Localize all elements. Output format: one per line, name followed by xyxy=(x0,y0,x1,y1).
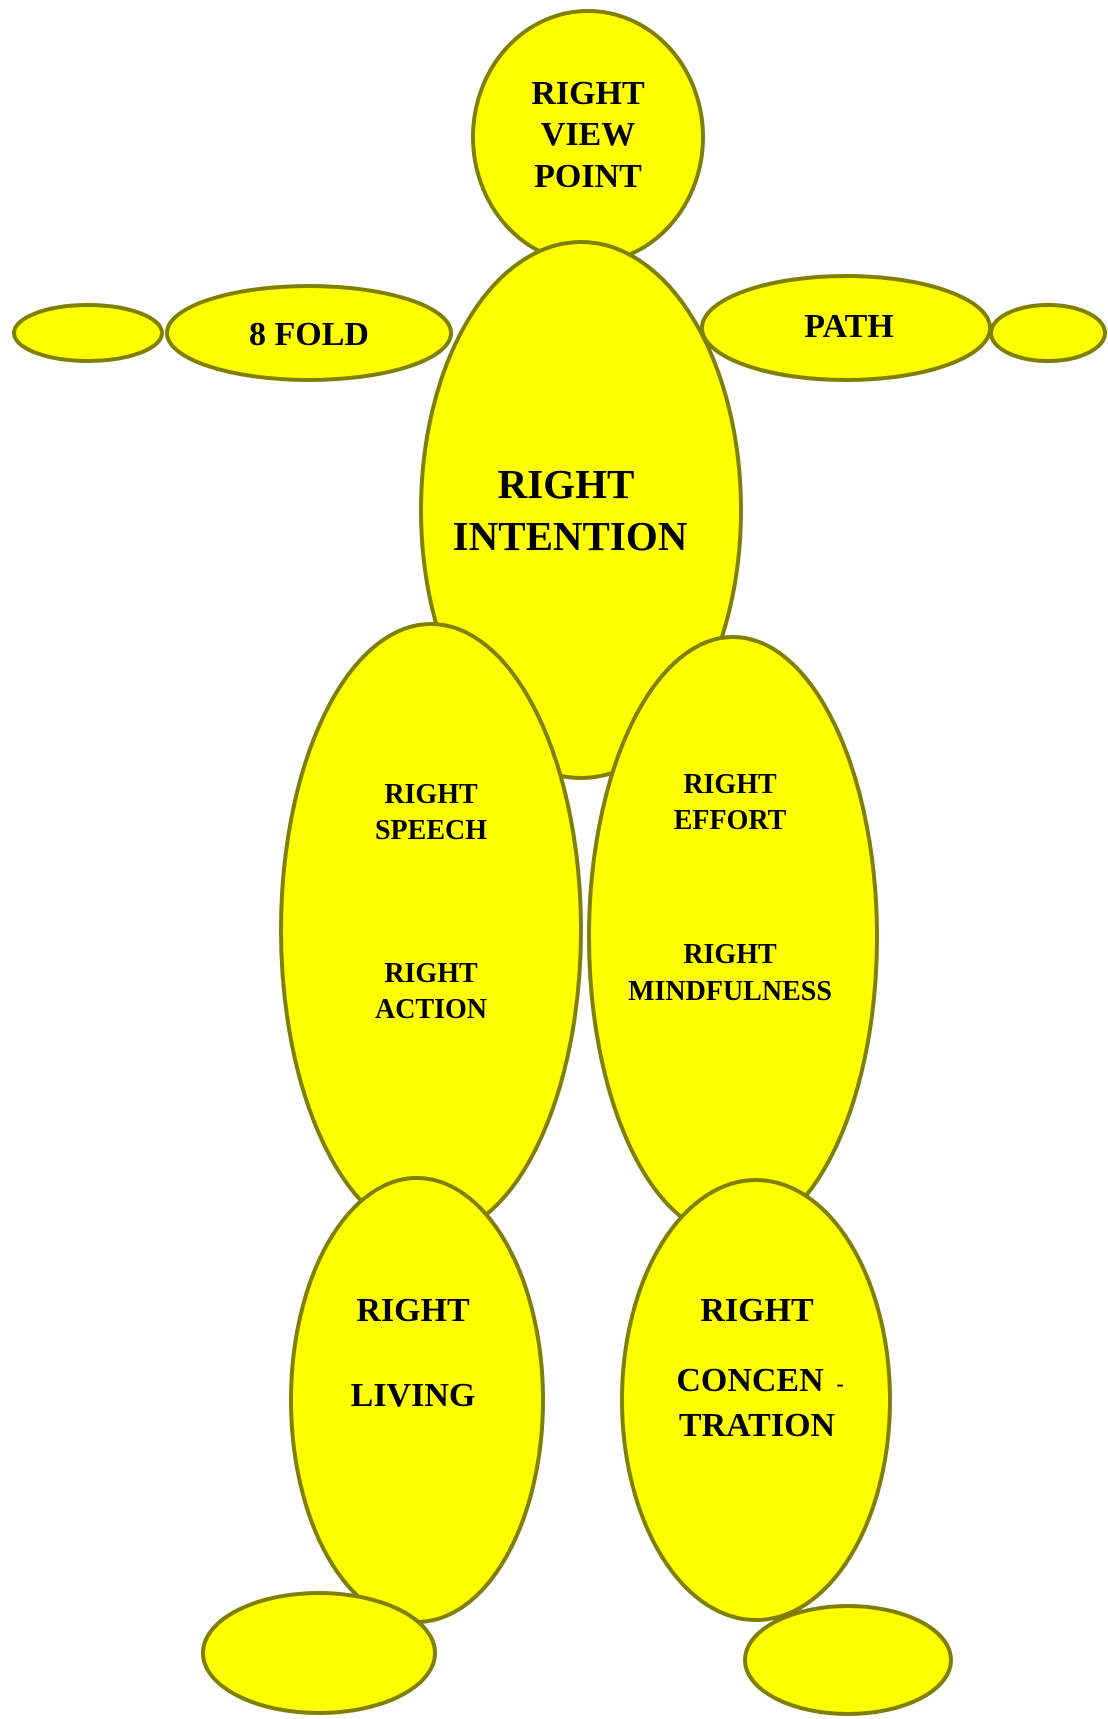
left-shin-label-line1: RIGHT xyxy=(356,1292,470,1329)
right-shin-ellipse xyxy=(620,1178,892,1622)
right-shin-label-hyphen: - xyxy=(836,1371,843,1396)
left-thigh-item2-line2: ACTION xyxy=(375,994,487,1025)
right-arm-label: PATH xyxy=(804,308,893,345)
left-thigh-item2-line1: RIGHT xyxy=(384,958,478,989)
left-arm-ellipse xyxy=(165,284,453,382)
left-hand-ellipse xyxy=(12,303,164,363)
right-shin-label-line1: RIGHT xyxy=(700,1292,814,1329)
right-shin-label-line2: CONCEN xyxy=(676,1362,824,1399)
left-thigh-item1-line1: RIGHT xyxy=(384,779,478,810)
left-thigh-item1-line2: SPEECH xyxy=(375,815,487,846)
right-hand-ellipse xyxy=(989,303,1107,363)
torso-label-line1: RIGHT xyxy=(498,461,635,507)
head-label-line1: RIGHT xyxy=(531,75,645,112)
right-thigh-item1-line2: EFFORT xyxy=(674,805,787,836)
right-foot-ellipse xyxy=(743,1604,953,1716)
right-shin-label-line3: TRATION xyxy=(679,1407,836,1444)
torso-ellipse xyxy=(419,240,743,780)
left-arm-label: 8 FOLD xyxy=(249,316,369,353)
left-foot-ellipse xyxy=(201,1591,437,1715)
torso-label-line2: INTENTION xyxy=(453,513,688,559)
left-thigh-ellipse xyxy=(279,622,583,1238)
left-shin-label-line2: LIVING xyxy=(351,1377,476,1414)
head-label-line3: POINT xyxy=(534,158,642,195)
right-thigh-item2-line1: RIGHT xyxy=(683,939,777,970)
head-label-line2: VIEW xyxy=(541,116,635,153)
right-thigh-item2-line2: MINDFULNESS xyxy=(628,976,832,1007)
right-thigh-item1-line1: RIGHT xyxy=(683,769,777,800)
right-thigh-ellipse xyxy=(587,635,879,1239)
